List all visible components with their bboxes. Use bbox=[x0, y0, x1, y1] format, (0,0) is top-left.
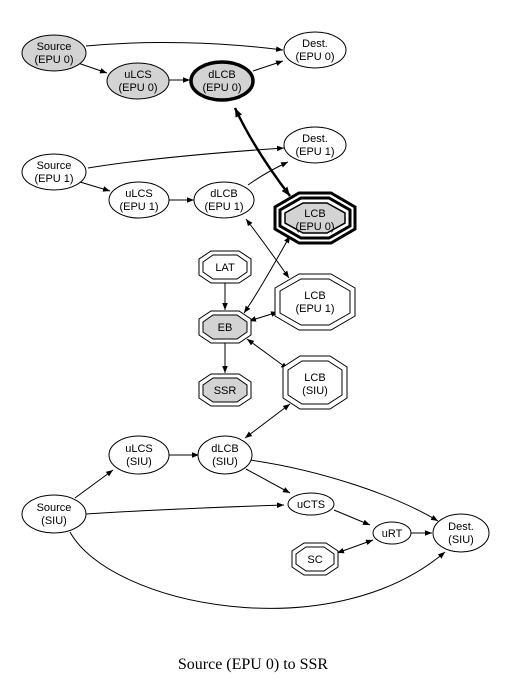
node-label: uLCS bbox=[124, 69, 152, 81]
edge-sc-urt bbox=[336, 539, 374, 554]
node-ulcs-epu1[interactable]: uLCS (EPU 1) bbox=[108, 181, 170, 219]
node-source-siu[interactable]: Source (SIU) bbox=[21, 494, 87, 534]
node-dlcb-epu1[interactable]: dLCB (EPU 1) bbox=[193, 181, 255, 219]
node-sublabel: (EPU 1) bbox=[204, 201, 243, 213]
edge-dlcb-epu1-to-dest-epu1 bbox=[247, 161, 289, 186]
edge-lcb-siu-dlcb-siu bbox=[244, 403, 291, 439]
node-eb[interactable]: EB bbox=[198, 310, 252, 344]
edge-source-epu1-to-ulcs-epu1 bbox=[79, 181, 111, 192]
edge-dlcb-siu-to-ucts bbox=[245, 468, 291, 494]
node-label: Dest. bbox=[302, 38, 328, 50]
node-sublabel: (EPU 1) bbox=[119, 201, 158, 213]
edge-lcb-epu0-eb bbox=[243, 235, 291, 314]
edge-source-siu-to-ucts bbox=[85, 502, 285, 515]
node-label: uLCS bbox=[125, 443, 153, 455]
edge-source-epu0-to-dest-epu0 bbox=[85, 42, 284, 52]
node-sublabel: (EPU 0) bbox=[34, 54, 73, 66]
node-label: uCTS bbox=[297, 499, 325, 511]
node-sublabel: (EPU 1) bbox=[34, 173, 73, 185]
node-sc[interactable]: SC bbox=[291, 542, 339, 576]
node-label: Source bbox=[37, 160, 72, 172]
node-sublabel: (SIU) bbox=[302, 385, 328, 397]
node-label: EB bbox=[218, 322, 233, 334]
node-label: Source bbox=[37, 41, 72, 53]
node-dest-siu[interactable]: Dest. (SIU) bbox=[432, 513, 490, 553]
node-dlcb-epu0[interactable]: dLCB (EPU 0) bbox=[189, 60, 255, 102]
node-sublabel: (EPU 0) bbox=[202, 82, 241, 94]
edge-lcb-epu1-eb bbox=[248, 311, 279, 322]
edge-dlcb-epu0-to-dest-epu0 bbox=[252, 60, 284, 72]
node-sublabel: (EPU 1) bbox=[295, 146, 334, 158]
node-sublabel: (SIU) bbox=[448, 534, 474, 546]
node-label: dLCB bbox=[208, 69, 236, 81]
edge-source-epu0-to-ulcs-epu0 bbox=[77, 62, 108, 74]
edge-ucts-to-urt bbox=[333, 509, 371, 526]
edge-source-epu1-to-dest-epu1 bbox=[87, 145, 285, 169]
node-dest-epu0[interactable]: Dest. (EPU 0) bbox=[283, 31, 347, 69]
node-sublabel: (SIU) bbox=[212, 456, 238, 468]
node-sublabel: (EPU 0) bbox=[295, 221, 334, 233]
node-label: Source bbox=[37, 502, 72, 514]
edge-source-siu-to-ulcs-siu bbox=[74, 469, 114, 499]
node-label: LCB bbox=[304, 372, 325, 384]
node-label: LCB bbox=[304, 290, 325, 302]
node-sublabel: (EPU 0) bbox=[118, 82, 157, 94]
node-label: dLCB bbox=[211, 443, 239, 455]
node-sublabel: (EPU 1) bbox=[295, 303, 334, 315]
node-label: SSR bbox=[214, 385, 237, 397]
node-source-epu1[interactable]: Source (EPU 1) bbox=[21, 153, 87, 191]
edge-dlcb-epu0-lcb-epu0-bold bbox=[233, 107, 291, 197]
node-ucts[interactable]: uCTS bbox=[287, 492, 335, 516]
node-source-epu0[interactable]: Source (EPU 0) bbox=[21, 34, 87, 72]
edge-source-siu-to-dest-siu bbox=[69, 531, 446, 609]
edge-dlcb-siu-to-dest-siu bbox=[249, 459, 439, 522]
edges bbox=[69, 42, 446, 609]
node-lcb-epu1[interactable]: LCB (EPU 1) bbox=[274, 273, 356, 331]
node-dest-epu1[interactable]: Dest. (EPU 1) bbox=[283, 126, 347, 164]
node-ulcs-epu0[interactable]: uLCS (EPU 0) bbox=[106, 62, 170, 100]
node-lcb-epu0[interactable]: LCB (EPU 0) bbox=[273, 191, 357, 245]
node-label: SC bbox=[307, 554, 322, 566]
node-sublabel: (SIU) bbox=[41, 515, 67, 527]
node-sublabel: (EPU 0) bbox=[295, 51, 334, 63]
node-sublabel: (SIU) bbox=[126, 456, 152, 468]
diagram-caption: Source (EPU 0) to SSR bbox=[178, 656, 329, 673]
node-ulcs-siu[interactable]: uLCS (SIU) bbox=[108, 435, 170, 475]
edge-eb-lcb-siu bbox=[246, 338, 289, 370]
node-label: uLCS bbox=[125, 188, 153, 200]
node-label: dLCB bbox=[210, 188, 238, 200]
node-label: LCB bbox=[304, 208, 325, 220]
node-dlcb-siu[interactable]: dLCB (SIU) bbox=[197, 435, 253, 475]
node-lat[interactable]: LAT bbox=[198, 250, 252, 284]
node-ssr[interactable]: SSR bbox=[198, 373, 252, 407]
node-label: Dest. bbox=[448, 521, 474, 533]
node-label: Dest. bbox=[302, 133, 328, 145]
node-lcb-siu[interactable]: LCB (SIU) bbox=[282, 355, 348, 410]
node-label: uRT bbox=[382, 528, 403, 540]
node-urt[interactable]: uRT bbox=[372, 521, 412, 545]
node-label: LAT bbox=[215, 262, 235, 274]
